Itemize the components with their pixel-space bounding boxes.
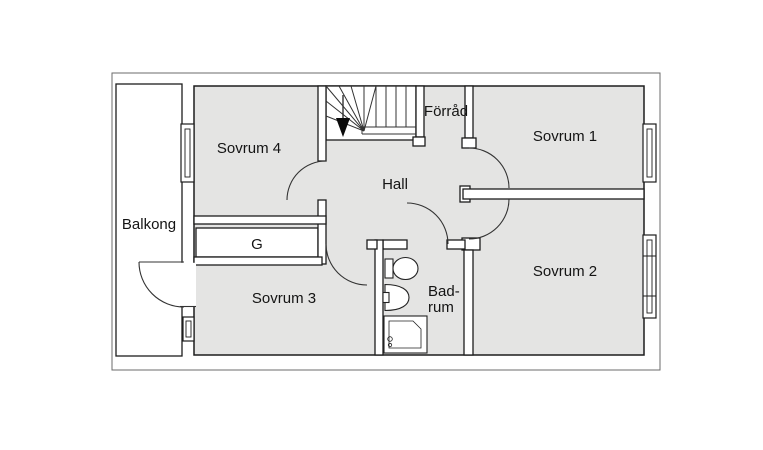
wall-segment [463, 249, 474, 356]
shower-faucet [387, 336, 393, 342]
room-label-badrum-line2: rum [428, 299, 454, 316]
wall-segment [193, 215, 327, 225]
window-pane [184, 128, 191, 178]
stair-treads [375, 86, 407, 127]
wall-partition-sovrum1-2 [462, 188, 645, 200]
window-pane [646, 239, 653, 314]
door-arc-sovrum3 [325, 243, 368, 286]
room-label-sovrum4: Sovrum 4 [217, 140, 281, 157]
door-arcs [286, 147, 510, 286]
room-label-garderob: G [251, 236, 263, 253]
wall-segment [382, 239, 408, 250]
wall-segment [446, 239, 466, 250]
room-label-balkong: Balkong [122, 216, 176, 233]
shower [383, 315, 428, 354]
window-sovrum1 [642, 123, 657, 183]
windows [180, 123, 657, 342]
window-sovrum3 [182, 316, 195, 342]
balcony-area [115, 83, 183, 357]
window-sovrum2 [642, 234, 657, 319]
room-label-sovrum1: Sovrum 1 [533, 128, 597, 145]
wall-segment [193, 256, 323, 266]
bathroom-fixtures [382, 256, 428, 354]
balcony-door-arc [138, 261, 185, 308]
room-label-hall: Hall [382, 176, 408, 193]
staircase [325, 85, 416, 137]
window-pane [646, 128, 653, 178]
stairs-down-arrow [336, 118, 350, 137]
shower-faucet [387, 342, 393, 348]
door-arc-sovrum4 [286, 160, 327, 201]
wall-segment [317, 85, 327, 162]
wall-segment [317, 199, 327, 265]
sink-tap [382, 291, 390, 304]
interior-walls [193, 85, 645, 356]
wall-segment [415, 85, 425, 138]
balcony-door-opening [179, 262, 196, 307]
room-labels: Balkong Sovrum 4 Sovrum 1 Sovrum 2 Sovru… [122, 103, 597, 316]
wall-jamb [461, 137, 477, 149]
wall-jamb [412, 136, 426, 147]
sink [384, 283, 410, 312]
window-sovrum4 [180, 123, 195, 183]
outer-boundary [111, 72, 661, 371]
room-label-forrad: Förråd [424, 103, 468, 120]
door-arc-badrum [406, 202, 449, 245]
window-mullion [643, 255, 656, 297]
window-pane [185, 320, 192, 338]
room-label-badrum-line1: Bad- [428, 283, 460, 300]
door-arc-sovrum1 [468, 147, 510, 189]
toilet-tank [384, 258, 394, 279]
wall-segment [374, 239, 384, 356]
room-label-sovrum2: Sovrum 2 [533, 263, 597, 280]
toilet-bowl [392, 256, 419, 281]
wall-jamb [366, 239, 378, 250]
door-arc-sovrum2 [468, 198, 510, 240]
stairwell-area [325, 85, 417, 141]
room-label-sovrum3: Sovrum 3 [252, 290, 316, 307]
